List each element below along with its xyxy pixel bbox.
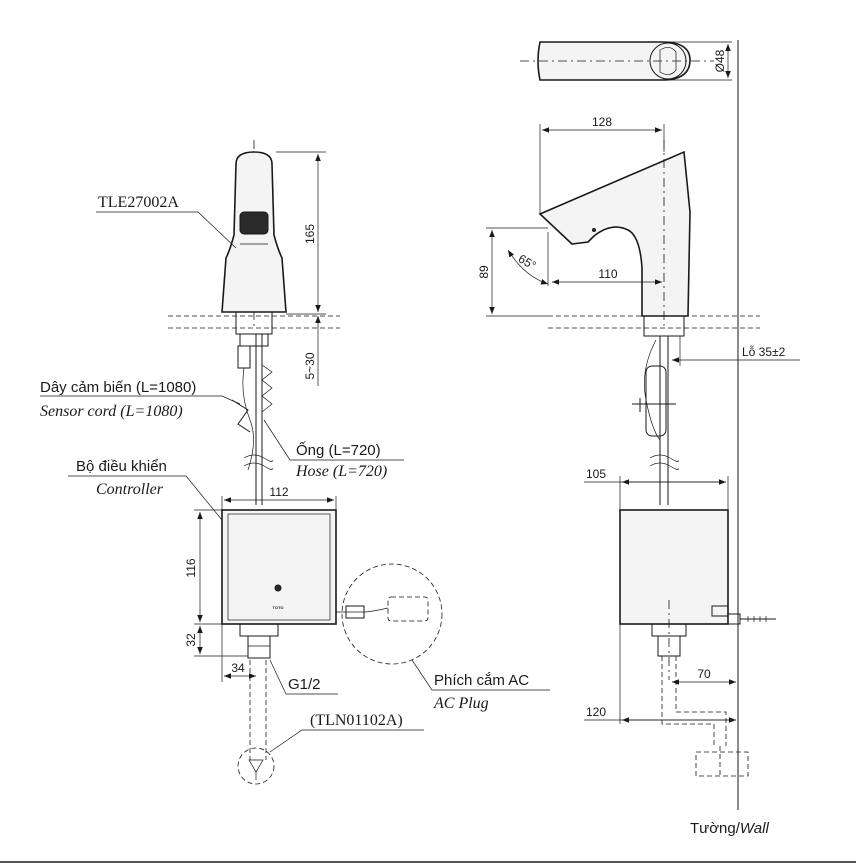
faucet-body-side: [538, 150, 691, 317]
side-outlet-pipe: [657, 635, 681, 657]
label-model: TLE27002A: [98, 194, 179, 211]
cord-connector: [237, 345, 251, 369]
valve-circle: [237, 747, 275, 785]
dim-32: 32: [184, 633, 198, 647]
sensor-window-front: [239, 211, 269, 235]
label-hose-vi: Ống (L=720): [296, 441, 381, 459]
cord-clip: [231, 399, 251, 433]
dim-128: 128: [592, 115, 612, 129]
dim-112: 112: [269, 485, 288, 499]
wall-plug-screw: [747, 616, 767, 622]
label-hose-en: Hose (L=720): [295, 463, 387, 480]
front-view: TOTO 165 5~30 112 116: [40, 140, 550, 785]
dim-5-30: 5~30: [303, 352, 317, 379]
side-cord-box: [645, 365, 667, 437]
ac-plug-clip: [345, 605, 365, 619]
controller-box-side: [619, 509, 729, 625]
label-ac-plug-en: AC Plug: [433, 695, 489, 712]
leader-sensor-cord: [40, 395, 241, 405]
leader-thread: [269, 659, 338, 695]
label-valve-model: (TLN01102A): [310, 712, 403, 729]
dim-34: 34: [231, 661, 245, 675]
sensor-cord: [242, 367, 254, 471]
top-view-handle: [659, 47, 677, 75]
side-hose-break: [649, 454, 679, 462]
brand-mark: TOTO: [273, 605, 284, 610]
dim-65: 65°: [516, 251, 539, 272]
label-sensor-cord-en: Sensor cord (L=1080): [40, 403, 183, 420]
label-ac-plug-vi: Phích cắm AC: [434, 672, 529, 689]
side-view: Ø48 128 89 65° 110: [477, 40, 800, 837]
label-controller-en: Controller: [96, 481, 164, 498]
dim-110: 110: [598, 267, 617, 281]
label-hole: Lỗ 35±2: [742, 344, 786, 359]
outlet-pipe: [247, 635, 271, 659]
controller-indicator: [274, 584, 282, 592]
dim-48: Ø48: [713, 49, 727, 72]
controller-inner: [227, 513, 331, 621]
hose-break-2: [243, 462, 273, 470]
dim-70: 70: [697, 667, 711, 681]
label-wall: Tường/Wall: [690, 820, 769, 837]
mounting-nut: [239, 333, 269, 347]
controller-box-front: [221, 509, 337, 625]
ac-cord: [336, 607, 389, 613]
dim-120: 120: [586, 705, 606, 719]
ac-plug-body: [387, 596, 429, 622]
side-supply-pipe: [661, 656, 727, 746]
label-controller-vi: Bộ điều khiển: [76, 458, 167, 475]
side-hose-break-2: [649, 462, 679, 470]
dim-89: 89: [477, 265, 491, 279]
leader-valve: [269, 729, 424, 753]
ac-plug-detail-circle: [341, 563, 443, 665]
dim-105: 105: [586, 467, 606, 481]
leader-model: [96, 211, 237, 249]
leader-ac-plug: [411, 659, 550, 691]
valve-symbol: [248, 759, 264, 780]
outlet-nut: [239, 623, 279, 637]
sensor-cord-coil: [261, 364, 273, 413]
leader-hose: [263, 419, 404, 461]
label-wall-vi: Tường/: [690, 820, 741, 837]
side-sensor-dot: [592, 228, 596, 232]
hose-break: [243, 454, 273, 462]
faucet-top-view: [537, 41, 691, 81]
label-thread: G1/2: [288, 676, 321, 693]
leader-controller: [68, 475, 223, 521]
wall-valve: [695, 751, 749, 777]
angle-arc: [507, 249, 549, 285]
dim-165: 165: [303, 224, 317, 244]
controller-side-bracket: [711, 605, 729, 617]
wall-plug: [728, 613, 776, 625]
label-sensor-cord-vi: Dây cảm biến (L=1080): [40, 379, 196, 396]
dim-116: 116: [184, 558, 198, 577]
label-wall-en: Wall: [740, 820, 770, 837]
side-shank: [643, 315, 685, 337]
side-cord-clip: [632, 398, 676, 412]
side-cord: [644, 339, 661, 441]
